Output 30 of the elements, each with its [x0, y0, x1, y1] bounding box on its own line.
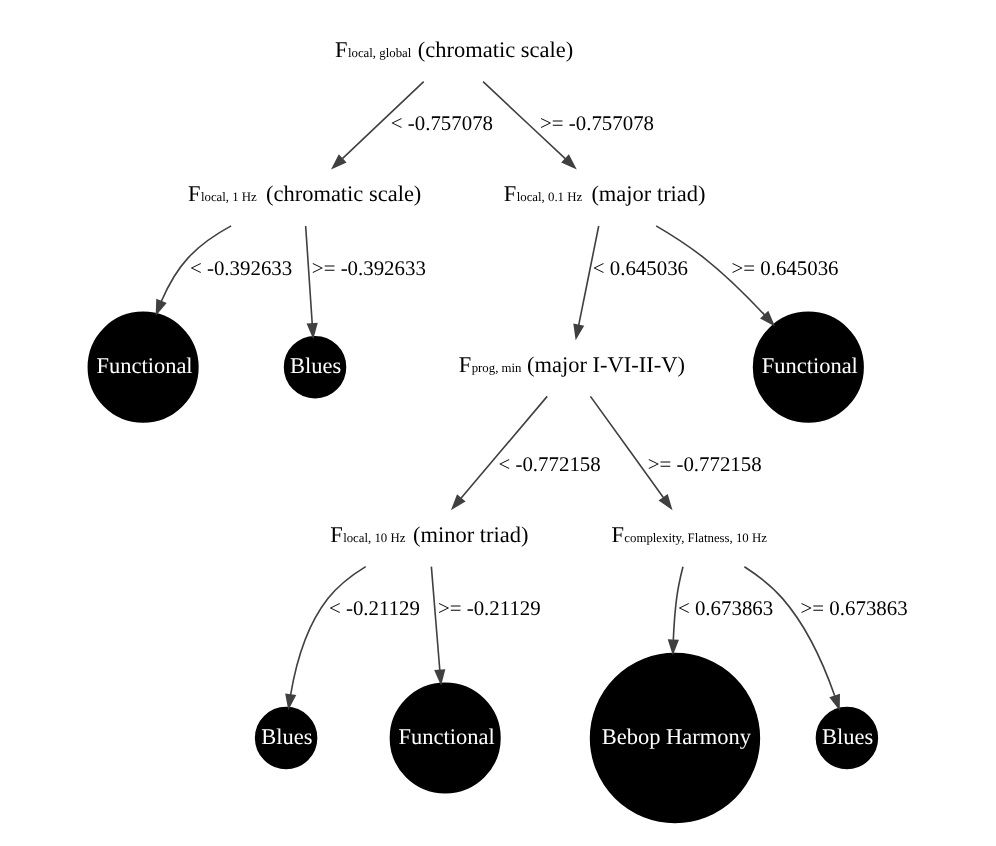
node-circle: Functional — [388, 682, 500, 794]
arrow — [449, 395, 547, 511]
arrow — [588, 395, 672, 511]
edge-label: < 0.673863 — [676, 599, 773, 622]
arrow — [742, 565, 839, 711]
edge-label: >= -0.757078 — [539, 113, 654, 136]
edge-label: >= 0.645036 — [730, 258, 838, 281]
node-circle: Bebop Harmony — [588, 652, 760, 824]
arrow — [284, 565, 366, 711]
edge-label: >= -0.21129 — [436, 599, 540, 622]
edge-label: >= 0.673863 — [799, 599, 907, 622]
arrow — [572, 225, 599, 341]
arrow — [329, 80, 424, 170]
node-circle: Functional — [86, 311, 198, 423]
edge-label: >= -0.772158 — [646, 454, 761, 477]
arrow — [666, 565, 683, 656]
edge-label: < -0.21129 — [327, 599, 420, 622]
node-circle: Blues — [253, 706, 317, 770]
edge-label: < -0.757078 — [389, 113, 493, 136]
arrow — [303, 225, 317, 340]
arrow — [154, 225, 231, 316]
edge-label: < -0.772158 — [497, 454, 600, 477]
node-circle: Blues — [282, 335, 346, 399]
arrow — [481, 80, 576, 170]
edge-label: < -0.392633 — [189, 258, 292, 281]
edge-label: < 0.645036 — [591, 258, 688, 281]
edge-label: >= -0.392633 — [310, 258, 425, 281]
arrow — [654, 225, 775, 327]
arrow — [429, 565, 445, 686]
node-circle: Blues — [814, 706, 878, 770]
